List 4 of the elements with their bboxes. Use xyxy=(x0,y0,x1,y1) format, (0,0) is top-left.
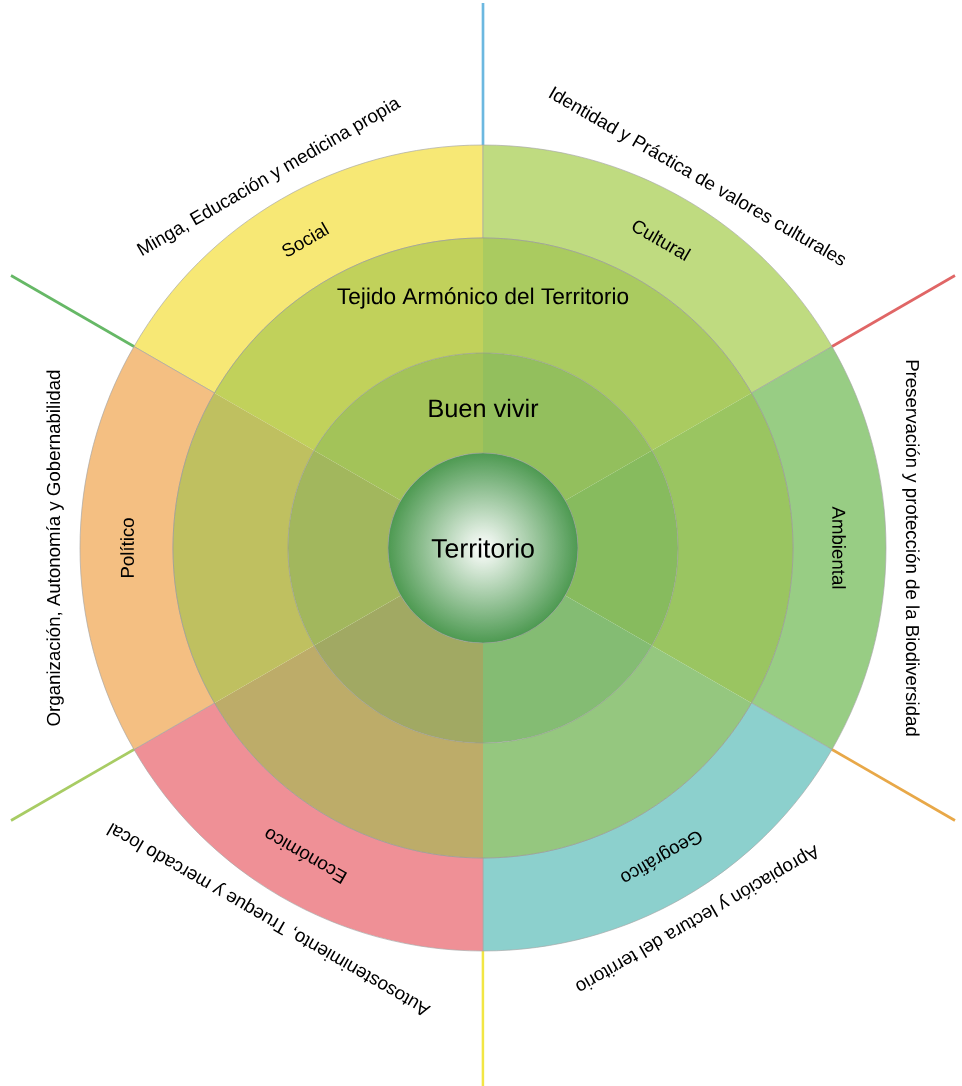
sector: Político xyxy=(79,346,215,750)
sector: Ambiental xyxy=(751,346,887,750)
sector-caption: Preservación y protección de la Biodiversidad xyxy=(902,360,920,736)
sector-caption: Organización, Autonomía y Gobernabilidad xyxy=(46,370,64,726)
